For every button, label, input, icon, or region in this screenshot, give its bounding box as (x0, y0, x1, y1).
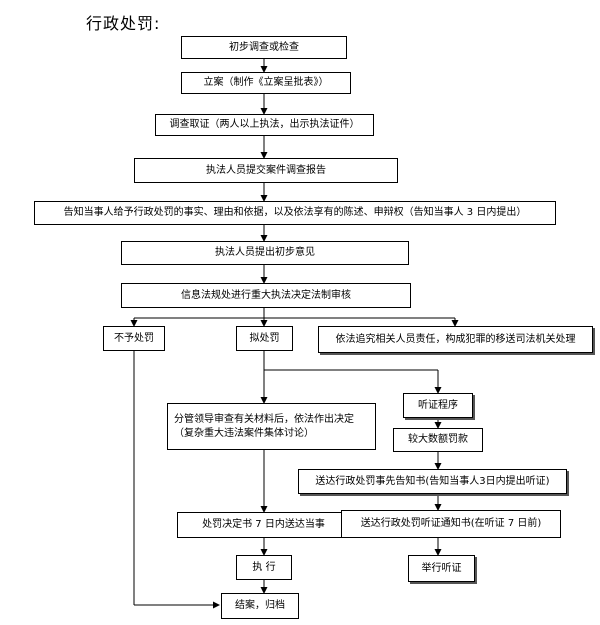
step-initial-investigation: 初步调查或检查 (181, 36, 347, 59)
step-close-archive: 结案，归档 (221, 593, 299, 619)
page-title: 行政处罚: (86, 14, 161, 33)
step-legal-review: 信息法规处进行重大执法决定法制审核 (121, 283, 411, 308)
step-hearing-notification: 送达行政处罚听证通知书(在听证 7 日前) (341, 510, 561, 538)
step-hold-hearing: 举行听证 (408, 555, 475, 582)
step-large-fine: 较大数额罚款 (393, 428, 483, 452)
step-file-case: 立案（制作《立案呈批表》） (181, 72, 351, 94)
step-hearing-notice: 送达行政处罚事先告知书(告知当事人3日内提出听证) (298, 469, 567, 494)
step-evidence: 调查取证（两人以上执法，出示执法证件） (155, 114, 374, 136)
step-submit-report: 执法人员提交案件调查报告 (134, 158, 398, 183)
step-leader-review: 分管领导审查有关材料后，依法作出决定（复杂重大违法案件集体讨论） (167, 403, 376, 450)
step-no-penalty: 不予处罚 (103, 326, 165, 351)
step-hearing-procedure: 听证程序 (403, 393, 473, 418)
step-criminal-transfer: 依法追究相关人员责任，构成犯罪的移送司法机关处理 (318, 326, 593, 353)
step-execute: 执 行 (236, 555, 292, 580)
step-penalty-decision: 处罚决定书 7 日内送达当事 (177, 512, 350, 538)
step-notify-party: 告知当事人给予行政处罚的事实、理由和依据，以及依法享有的陈述、申辩权（告知当事人… (34, 201, 556, 225)
step-initial-opinion: 执法人员提出初步意见 (121, 241, 409, 265)
step-proposed-penalty: 拟处罚 (236, 326, 293, 351)
